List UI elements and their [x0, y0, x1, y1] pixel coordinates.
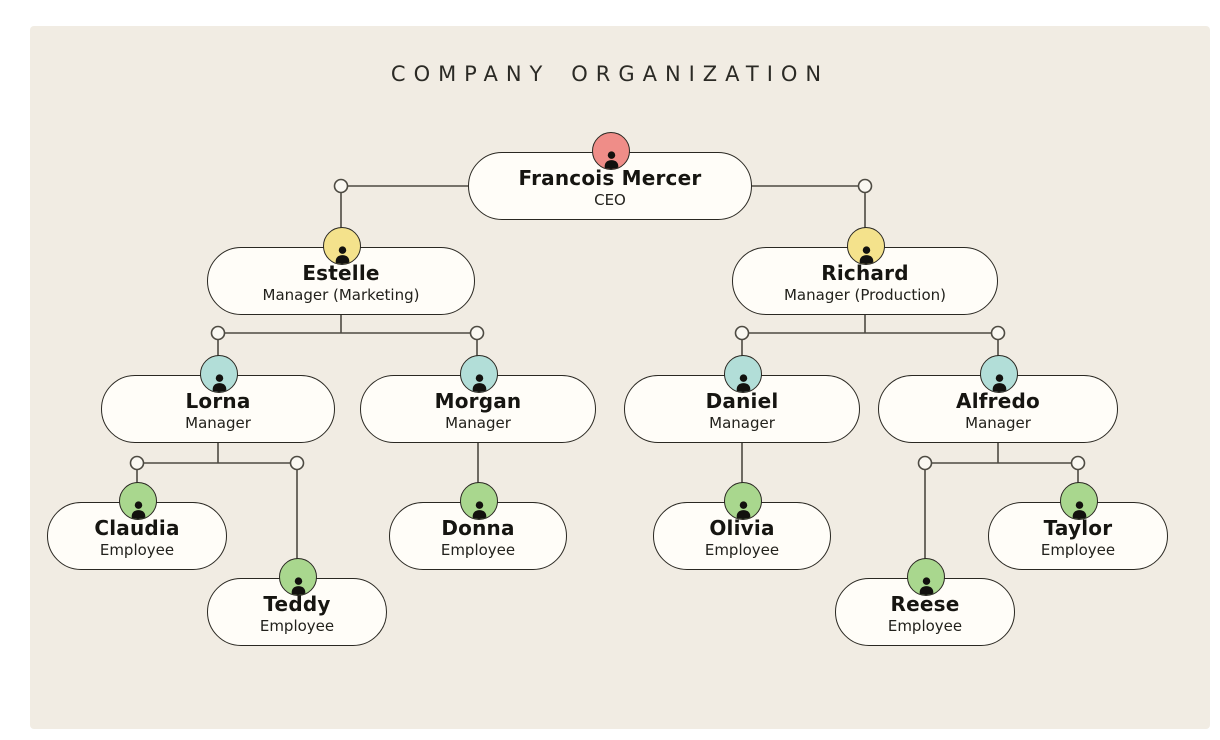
org-node-estelle[interactable]: Estelle Manager (Marketing) — [207, 227, 475, 315]
person-icon — [200, 355, 238, 393]
page-title: COMPANY ORGANIZATION — [390, 62, 830, 86]
person-role: Employee — [99, 540, 175, 559]
org-node-morgan[interactable]: Morgan Manager — [360, 355, 596, 443]
person-role: Manager — [445, 413, 511, 432]
person-icon — [279, 558, 317, 596]
org-node-reese[interactable]: Reese Employee — [835, 558, 1015, 646]
person-icon — [119, 482, 157, 520]
person-icon — [907, 558, 945, 596]
org-node-teddy[interactable]: Teddy Employee — [207, 558, 387, 646]
person-icon — [323, 227, 361, 265]
person-role: Employee — [704, 540, 780, 559]
person-role: Manager (Marketing) — [262, 285, 420, 304]
person-icon — [724, 482, 762, 520]
org-node-olivia[interactable]: Olivia Employee — [653, 482, 831, 570]
person-icon — [592, 132, 630, 170]
org-node-francois-mercer[interactable]: Francois Mercer CEO — [468, 132, 752, 220]
person-role: CEO — [594, 190, 626, 209]
person-role: Employee — [1040, 540, 1116, 559]
junction-circle-icons — [129, 178, 1086, 471]
person-icon — [1060, 482, 1098, 520]
person-role: Employee — [440, 540, 516, 559]
person-icon — [460, 355, 498, 393]
org-node-richard[interactable]: Richard Manager (Production) — [732, 227, 998, 315]
person-role: Manager — [709, 413, 775, 432]
org-node-taylor[interactable]: Taylor Employee — [988, 482, 1168, 570]
person-role: Manager — [185, 413, 251, 432]
org-node-daniel[interactable]: Daniel Manager — [624, 355, 860, 443]
org-node-lorna[interactable]: Lorna Manager — [101, 355, 335, 443]
person-icon — [724, 355, 762, 393]
person-role: Employee — [887, 616, 963, 635]
org-node-claudia[interactable]: Claudia Employee — [47, 482, 227, 570]
person-role: Manager — [965, 413, 1031, 432]
person-role: Manager (Production) — [783, 285, 947, 304]
org-node-donna[interactable]: Donna Employee — [389, 482, 567, 570]
person-role: Employee — [259, 616, 335, 635]
org-node-alfredo[interactable]: Alfredo Manager — [878, 355, 1118, 443]
person-icon — [847, 227, 885, 265]
person-icon — [980, 355, 1018, 393]
person-icon — [460, 482, 498, 520]
